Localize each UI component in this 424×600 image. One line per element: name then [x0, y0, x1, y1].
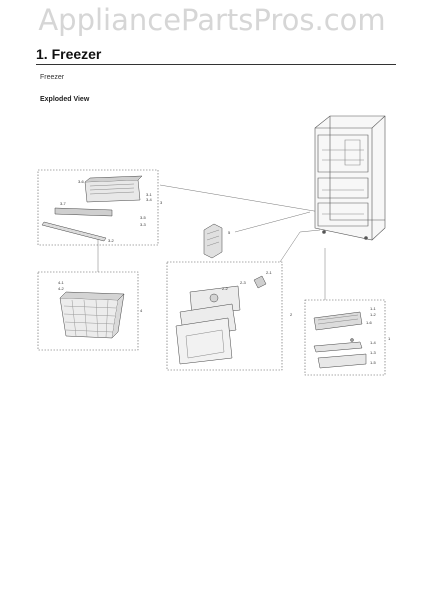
divider-part [203, 223, 223, 259]
freezer-drawer-assembly [41, 175, 143, 242]
callout-1-6: 1-6 [366, 320, 373, 325]
callout-4-2: 4-2 [58, 286, 65, 291]
callout-1-3: 1-3 [370, 350, 377, 355]
section-heading: Exploded View [40, 96, 90, 103]
callout-3-3: 3-3 [140, 222, 147, 227]
callout-1: 1 [388, 336, 391, 341]
callout-1-5: 1-5 [370, 360, 377, 365]
callout-5: 5 [228, 230, 231, 235]
callout-1-4: 1-4 [370, 340, 377, 345]
callout-3: 3 [160, 200, 163, 205]
rail-assembly-box [304, 299, 386, 376]
connector-line [279, 229, 321, 263]
rail-assembly [313, 311, 367, 369]
callout-2: 2 [290, 312, 293, 317]
watermark: AppliancePartsPros.com [38, 3, 386, 37]
callout-3-1: 3-1 [146, 192, 153, 197]
title-rule [36, 64, 396, 65]
callout-3-2: 3-2 [108, 238, 115, 243]
page-title: 1. Freezer [36, 46, 102, 62]
drawer-assembly-box [37, 169, 159, 246]
callout-3-4: 3-4 [146, 197, 153, 202]
callout-3-7: 3-7 [60, 201, 67, 206]
callout-2-2: 2-2 [222, 286, 229, 291]
connector-line [159, 184, 341, 213]
callout-2-1: 2-1 [266, 270, 273, 275]
callout-1-2: 1-2 [370, 312, 377, 317]
callout-3-6: 3-6 [78, 179, 85, 184]
callout-1-1: 1-1 [370, 306, 377, 311]
page-subtitle: Freezer [40, 74, 65, 81]
basket-box [37, 271, 139, 351]
connector-line [234, 211, 311, 233]
callout-2-3: 2-3 [240, 280, 247, 285]
freezer-basket [59, 291, 125, 339]
callout-4-1: 4-1 [58, 280, 65, 285]
refrigerator-cabinet [314, 115, 386, 241]
cover-panel-assembly [175, 275, 267, 365]
callout-4: 4 [140, 308, 143, 313]
callout-3-5: 3-5 [140, 215, 147, 220]
cover-panel-box [166, 261, 283, 371]
